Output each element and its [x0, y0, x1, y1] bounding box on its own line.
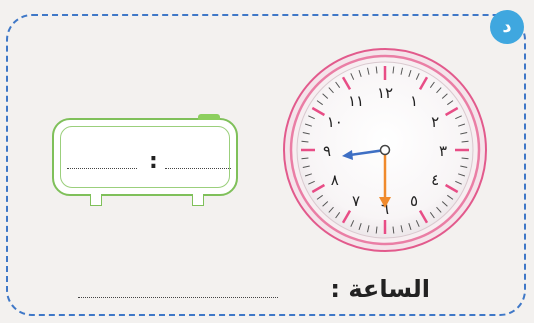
clock-numeral: ٩: [323, 142, 331, 160]
digital-clock-foot-right: [192, 194, 204, 206]
minutes-blank: [165, 168, 231, 169]
answer-line[interactable]: [78, 297, 278, 298]
clock-numeral: ٥: [410, 192, 418, 210]
digital-clock: :: [52, 118, 238, 196]
clock-numeral: ٣: [439, 142, 447, 160]
hours-blank: [67, 168, 137, 169]
clock-numeral: ٢: [431, 113, 439, 131]
clock-numeral: ١: [410, 92, 418, 110]
clock-center-pin: [381, 146, 390, 155]
clock-numeral: ١٢: [377, 84, 393, 102]
clock-numeral: ١١: [348, 92, 364, 110]
clock-numeral: ٨: [331, 171, 339, 189]
digital-clock-button: [198, 114, 220, 120]
clock-numeral: ٤: [431, 171, 439, 189]
answer-row: الساعة :: [60, 275, 430, 305]
answer-label: الساعة :: [330, 275, 430, 303]
digital-colon: :: [149, 149, 158, 174]
digital-clock-screen: :: [60, 126, 230, 188]
digital-clock-foot-left: [90, 194, 102, 206]
clock-numeral: ١٠: [327, 113, 343, 131]
clock-numeral: ٧: [352, 192, 360, 210]
